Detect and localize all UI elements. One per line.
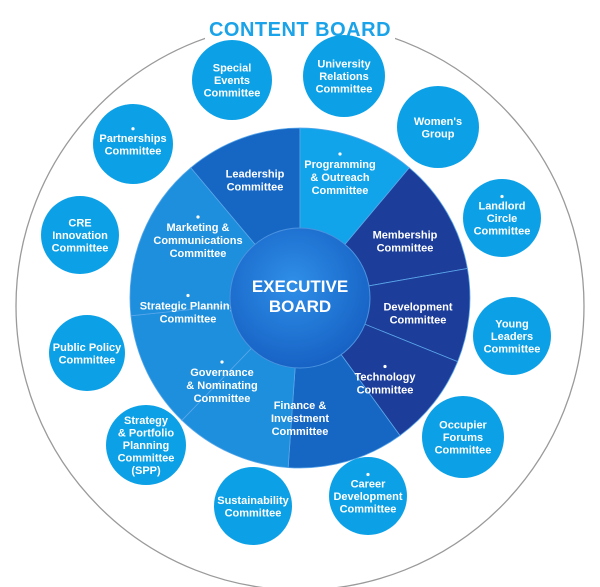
outer-bubble-label: Strategy [124, 415, 169, 427]
outer-bubble-label: Career [351, 479, 387, 491]
outer-committee-bubble [106, 405, 186, 485]
outer-committee-bubble [397, 86, 479, 168]
outer-bubble-label: Committee [225, 507, 282, 519]
outer-bubble-label: Relations [319, 71, 369, 83]
inner-segment-label: Membership [373, 230, 438, 242]
inner-segment-label: Development [383, 302, 452, 314]
bubble-marker-dot [500, 194, 504, 199]
inner-segment-label: Investment [271, 413, 329, 425]
segment-marker-dot [220, 360, 224, 364]
bubble-marker-dot [131, 127, 135, 131]
inner-segment-label: Technology [355, 372, 417, 384]
segment-marker-dot [338, 152, 342, 156]
title-backdrop [205, 12, 395, 44]
outer-bubble-label: Committee [435, 445, 492, 457]
outer-committee-bubble [49, 315, 125, 391]
inner-segment-label: Committee [194, 393, 251, 405]
inner-segment-label: Finance & [274, 400, 327, 412]
outer-committee-bubble [463, 179, 541, 257]
inner-segment-label: Programming [304, 159, 376, 171]
outer-bubble-label: Landlord [478, 201, 525, 213]
outer-bubble-label: Committee [204, 88, 261, 100]
inner-segment-label: & Nominating [186, 380, 258, 392]
inner-segment-label: Committee [312, 185, 369, 197]
inner-segment-label: Committee [390, 315, 447, 327]
inner-segment-label: Committee [272, 426, 329, 438]
outer-bubble-label: University [317, 59, 371, 71]
executive-board-center [229, 227, 371, 369]
outer-bubble-label: Committee [474, 226, 531, 238]
outer-bubble-label: Leaders [491, 331, 533, 343]
inner-segment-label: Committee [357, 385, 414, 397]
outer-bubble-label: Committee [118, 453, 175, 465]
outer-bubble-label: Committee [59, 354, 116, 366]
outer-bubble-label: & Portfolio [118, 428, 174, 440]
outer-bubble-label: CRE [68, 218, 91, 230]
outer-bubble-label: Committee [52, 243, 109, 255]
outer-committee-bubble [473, 297, 551, 375]
outer-bubble-label: Committee [105, 145, 162, 157]
inner-segment-label: Committee [170, 248, 227, 260]
outer-bubble-label: Women's [414, 116, 462, 128]
executive-board-label-line-2: BOARD [269, 297, 331, 316]
outer-committee-bubble [214, 467, 292, 545]
board-title: CONTENT BOARD [209, 19, 391, 41]
outer-bubble-label: Development [333, 491, 402, 503]
outer-bubble-label: Planning [123, 440, 169, 452]
outer-bubble-label: Public Policy [53, 342, 122, 354]
outer-bubble-label: Sustainability [217, 495, 289, 507]
segment-marker-dot [196, 215, 200, 219]
outer-bubble-label: Events [214, 75, 250, 87]
outer-bubble-label: (SPP) [131, 465, 161, 477]
outer-committee-bubble [303, 35, 385, 117]
inner-segment-label: & Outreach [310, 172, 370, 184]
outer-bubble-label: Special [213, 63, 252, 75]
bubble-marker-dot [366, 472, 370, 477]
outer-committee-bubble [329, 457, 407, 535]
outer-bubble-label: Occupier [439, 420, 487, 432]
inner-segment-label: Marketing & [167, 222, 230, 234]
outer-bubble-label: Circle [487, 213, 518, 225]
outer-bubble-label: Group [422, 128, 455, 140]
inner-segment-label: Leadership [226, 169, 285, 181]
outer-bubble-label: Young [495, 319, 528, 331]
outer-committee-bubble [93, 104, 173, 184]
outer-committee-bubbles: SpecialEventsCommitteeUniversityRelation… [41, 35, 551, 545]
segment-marker-dot [186, 293, 190, 298]
outer-bubble-label: Committee [484, 344, 541, 356]
outer-bubble-label: Committee [340, 504, 397, 516]
inner-segment-label: Committee [377, 243, 434, 255]
outer-committee-bubble [192, 40, 272, 120]
outer-bubble-label: Partnerships [99, 133, 166, 145]
segment-marker-dot [383, 364, 387, 369]
outer-committee-bubble [41, 196, 119, 274]
outer-bubble-label: Committee [316, 84, 373, 96]
inner-segment-label: Strategic Planning [140, 301, 237, 313]
executive-board-label-line-1: EXECUTIVE [252, 277, 348, 296]
outer-bubble-label: Forums [443, 432, 483, 444]
inner-segment-label: Committee [160, 314, 217, 326]
outer-bubble-label: Innovation [52, 230, 108, 242]
inner-segment-label: Committee [227, 182, 284, 194]
inner-segment-label: Communications [153, 235, 242, 247]
inner-segment-label: Governance [190, 367, 254, 379]
outer-committee-bubble [422, 396, 504, 478]
